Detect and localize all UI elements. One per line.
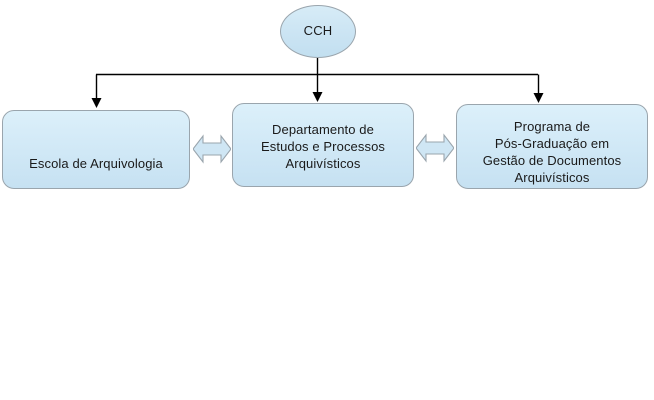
block-arrow-shape — [416, 133, 454, 163]
block-arrow-departamento-programa[interactable] — [416, 131, 454, 165]
node-escola[interactable]: Escola de Arquivologia — [2, 110, 190, 189]
node-departamento[interactable]: Departamento de Estudos e Processos Arqu… — [232, 103, 414, 187]
arrowhead-programa — [533, 93, 544, 103]
node-programa-label: Programa de Pós-Graduação em Gestão de D… — [482, 119, 622, 185]
node-cch-label: CCH — [303, 23, 333, 39]
node-cch[interactable]: CCH — [280, 5, 356, 58]
block-arrow-shape — [193, 134, 231, 164]
block-arrow-escola-departamento[interactable] — [193, 132, 231, 166]
arrowhead-departamento — [312, 92, 323, 102]
node-programa[interactable]: Programa de Pós-Graduação em Gestão de D… — [456, 104, 648, 189]
node-departamento-label: Departamento de Estudos e Processos Arqu… — [260, 122, 386, 171]
arrowhead-escola — [91, 98, 102, 108]
node-escola-label: Escola de Arquivologia — [29, 156, 163, 171]
